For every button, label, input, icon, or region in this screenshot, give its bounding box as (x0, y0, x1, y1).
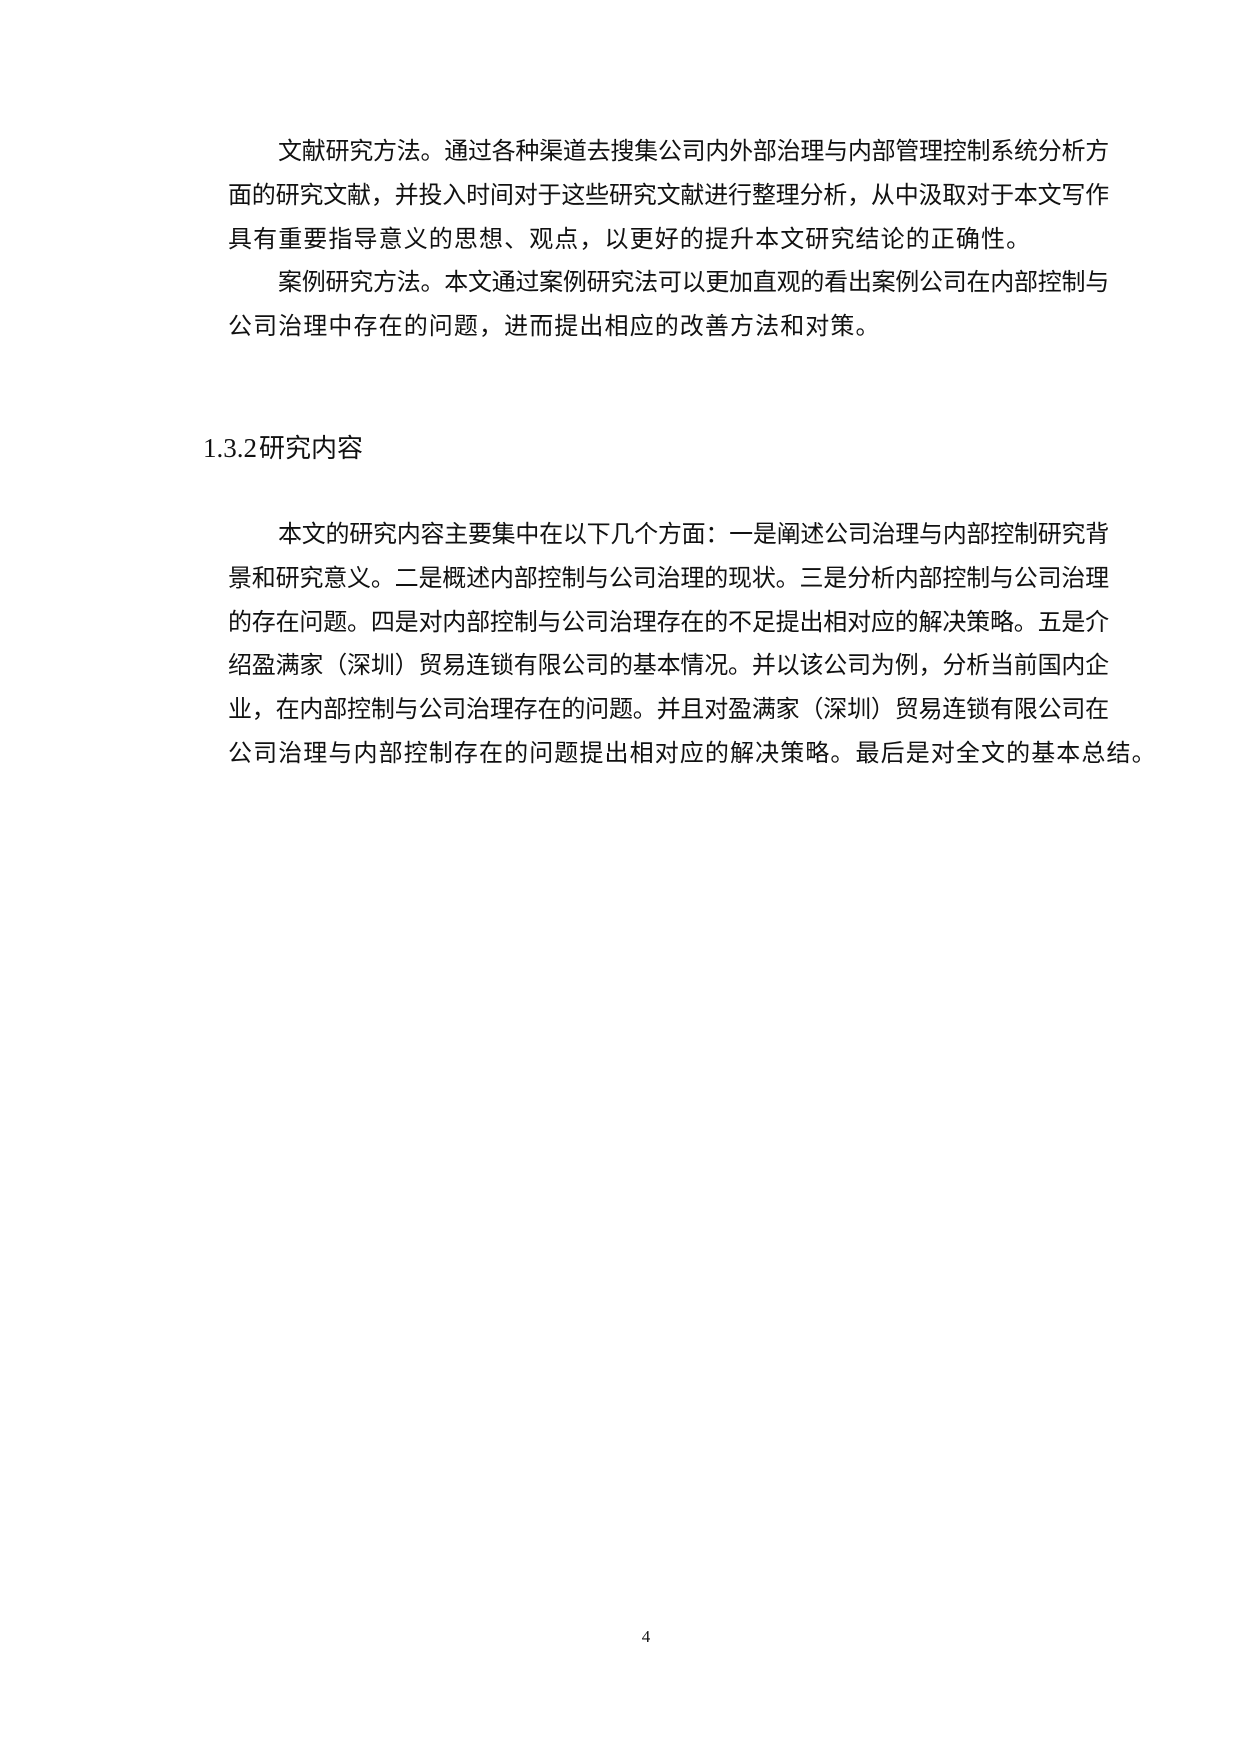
text-line: 具有重要指导意义的思想、观点，以更好的提升本文研究结论的正确性。 (228, 224, 1032, 253)
text-line: 公司治理与内部控制存在的问题提出相对应的解决策略。最后是对全文的基本总结。 (228, 738, 1157, 767)
text-line: 本文的研究内容主要集中在以下几个方面：一是阐述公司治理与内部控制研究背 (278, 520, 1109, 548)
paragraph-literature-method: 文献研究方法。通过各种渠道去搜集公司内外部治理与内部管理控制系统分析方 面的研究… (178, 130, 1109, 261)
section-heading: 1.3.2研究内容 (203, 428, 363, 469)
page-number: 4 (641, 1627, 651, 1646)
section-research-content: 本文的研究内容主要集中在以下几个方面：一是阐述公司治理与内部控制研究背 景和研究… (178, 513, 1157, 776)
text-line: 公司治理中存在的问题，进而提出相应的改善方法和对策。 (228, 312, 881, 341)
heading-number: 1.3.2 (203, 433, 257, 463)
text-line: 面的研究文献，并投入时间对于这些研究文献进行整理分析，从中汲取对于本文写作 (228, 180, 1109, 209)
text-line: 的存在问题。四是对内部控制与公司治理存在的不足提出相对应的解决策略。五是介 (228, 607, 1109, 636)
heading-title: 研究内容 (259, 434, 364, 464)
text-line: 文献研究方法。通过各种渠道去搜集公司内外部治理与内部管理控制系统分析方 (278, 137, 1109, 165)
text-line: 业，在内部控制与公司治理存在的问题。并且对盈满家（深圳）贸易连锁有限公司在 (228, 695, 1109, 724)
text-line: 案例研究方法。本文通过案例研究法可以更加直观的看出案例公司在内部控制与 (278, 268, 1109, 297)
paragraph-case-method: 案例研究方法。本文通过案例研究法可以更加直观的看出案例公司在内部控制与 公司治理… (178, 261, 1109, 349)
section-methods: 文献研究方法。通过各种渠道去搜集公司内外部治理与内部管理控制系统分析方 面的研究… (178, 130, 1109, 349)
paragraph-research-content: 本文的研究内容主要集中在以下几个方面：一是阐述公司治理与内部控制研究背 景和研究… (178, 513, 1157, 776)
text-line: 景和研究意义。二是概述内部控制与公司治理的现状。三是分析内部控制与公司治理 (228, 563, 1109, 592)
text-line: 绍盈满家（深圳）贸易连锁有限公司的基本情况。并以该公司为例，分析当前国内企 (228, 651, 1109, 680)
